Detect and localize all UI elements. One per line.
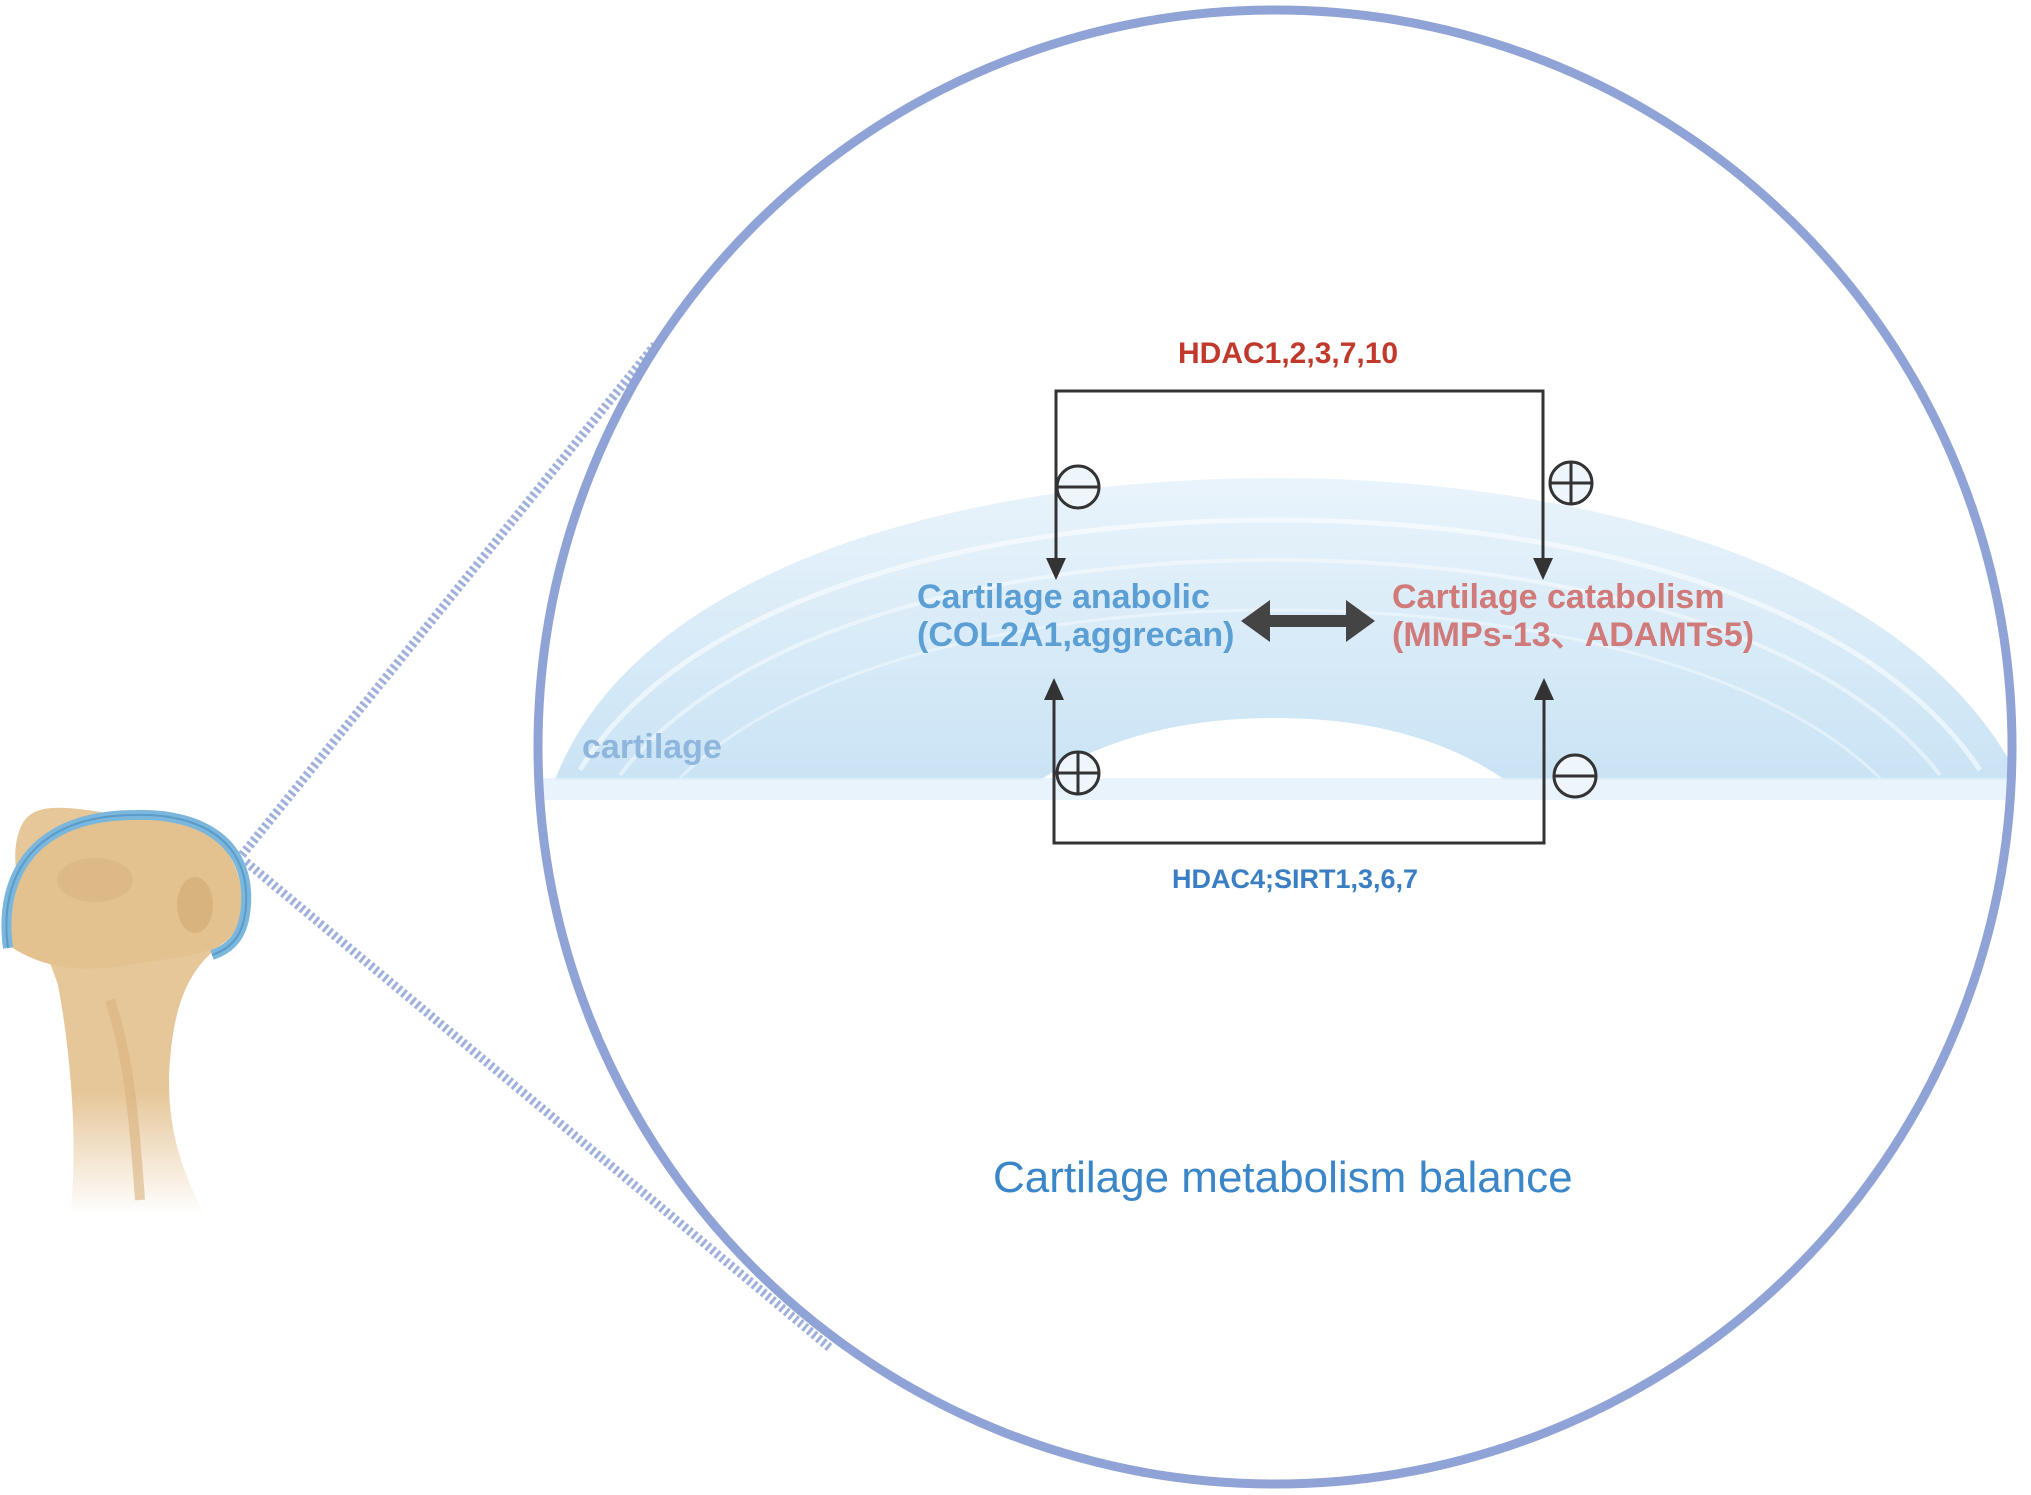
diagram-caption: Cartilage metabolism balance	[993, 1153, 1573, 1202]
sign-minus-bottom-right	[1552, 753, 1598, 799]
cartilage-band	[540, 478, 2012, 800]
feedback-loops	[1052, 389, 1546, 845]
sign-plus-top-right	[1548, 460, 1594, 506]
bottom-regulators-label: HDAC4;SIRT1,3,6,7	[1172, 864, 1419, 894]
catabolic-label: Cartilage catabolism (MMPs-13、ADAMTs5)	[1392, 578, 1754, 654]
anabolic-markers: (COL2A1,aggrecan)	[917, 616, 1235, 655]
cartilage-tissue-label: cartilage	[582, 728, 722, 766]
catabolic-markers: (MMPs-13、ADAMTs5)	[1392, 616, 1755, 655]
sign-minus-top-left	[1055, 464, 1101, 510]
anabolic-title: Cartilage anabolic	[917, 578, 1210, 616]
balance-double-arrow	[1241, 600, 1375, 642]
sign-plus-bottom-left	[1055, 750, 1101, 796]
arrowheads	[1044, 558, 1554, 700]
catabolic-title: Cartilage catabolism	[1392, 578, 1725, 616]
anabolic-label: Cartilage anabolic (COL2A1,aggrecan)	[917, 578, 1234, 654]
bone-illustration	[1, 807, 252, 1215]
top-regulators-label: HDAC1,2,3,7,10	[1178, 337, 1399, 370]
zoom-guide-lines	[238, 342, 833, 1352]
zoom-circle	[533, 5, 2017, 1489]
